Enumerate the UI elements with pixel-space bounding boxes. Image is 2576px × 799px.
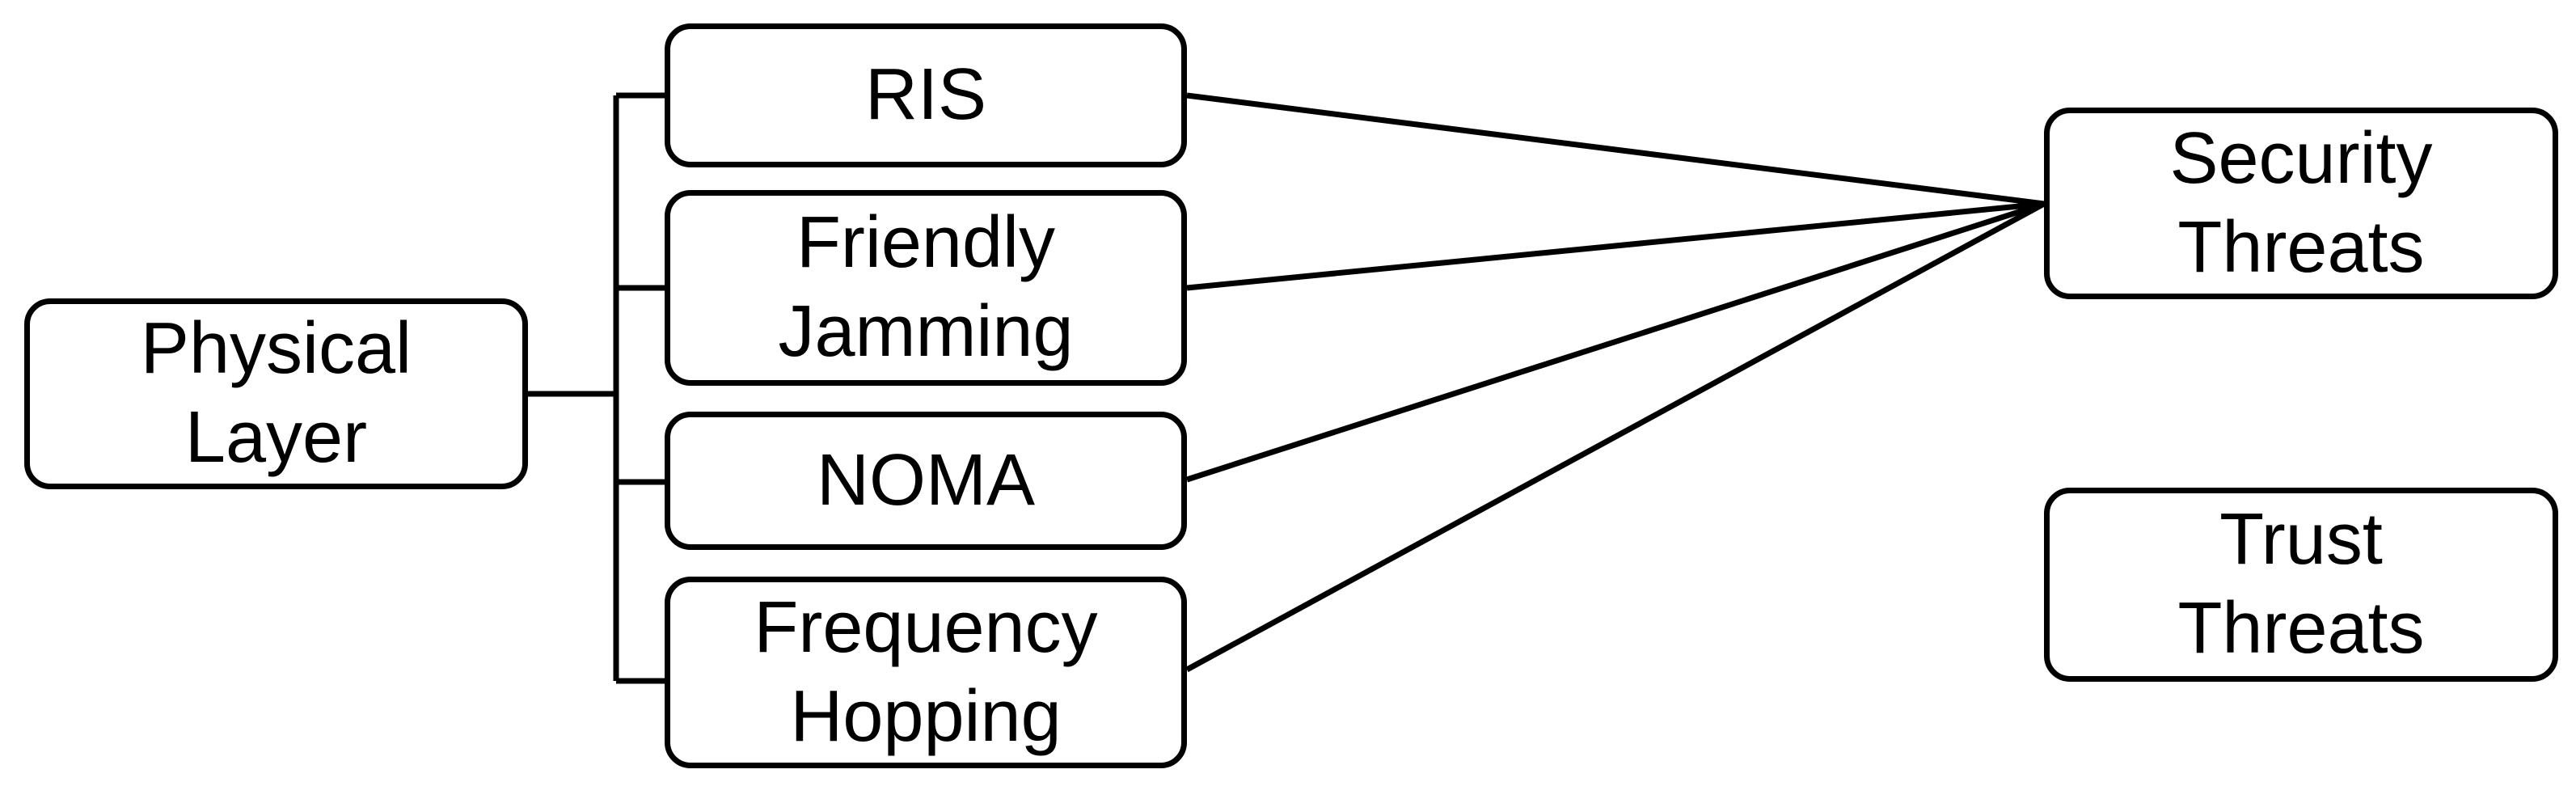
node-ris-label: RIS	[864, 54, 987, 136]
node-friendly-jamming-label: Friendly Jamming	[778, 202, 1074, 372]
node-security-threats-label: Security Threats	[2169, 117, 2433, 288]
node-physical-layer-label: Physical Layer	[140, 308, 412, 478]
node-noma-label: NOMA	[817, 439, 1035, 521]
node-security-threats: Security Threats	[2044, 108, 2558, 299]
node-ris: RIS	[665, 23, 1187, 167]
edge-friendly-jamming-security-threats	[1186, 201, 2045, 291]
node-trust-threats: Trust Threats	[2044, 488, 2558, 682]
node-frequency-hopping: Frequency Hopping	[665, 577, 1187, 768]
node-noma: NOMA	[665, 412, 1187, 550]
node-trust-threats-label: Trust Threats	[2177, 499, 2425, 669]
node-friendly-jamming: Friendly Jamming	[665, 190, 1187, 386]
edge-ris-security-threats	[1186, 92, 2045, 207]
edge-frequency-hopping-security-threats	[1185, 201, 2046, 673]
node-physical-layer: Physical Layer	[24, 298, 528, 489]
edge-noma-security-threats	[1185, 201, 2046, 483]
node-frequency-hopping-label: Frequency Hopping	[754, 586, 1098, 757]
